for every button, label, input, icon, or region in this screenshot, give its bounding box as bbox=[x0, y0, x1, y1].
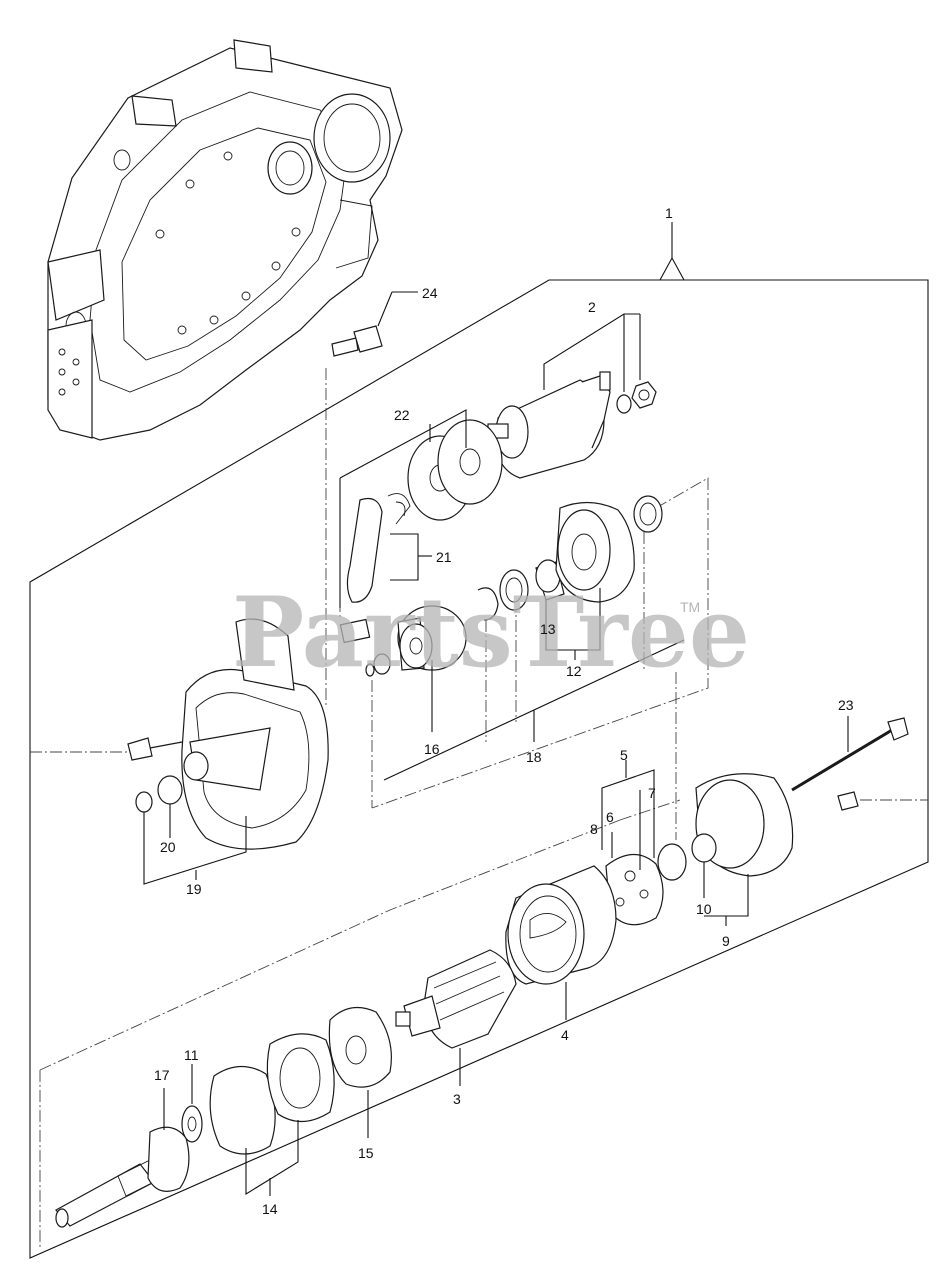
callout-9: 9 bbox=[722, 933, 730, 949]
watermark-text: PartsTree bbox=[232, 576, 750, 689]
callout-17: 17 bbox=[154, 1067, 170, 1083]
watermark-trademark: TM bbox=[680, 599, 700, 615]
callout-4: 4 bbox=[561, 1027, 569, 1043]
assembly-frame bbox=[29, 222, 929, 1259]
pinion-shaft-17 bbox=[55, 1064, 203, 1228]
callout-19: 19 bbox=[186, 881, 202, 897]
callout-5: 5 bbox=[620, 747, 628, 763]
brush-holder-5 bbox=[601, 760, 664, 926]
internal-gear-14 bbox=[209, 1033, 335, 1196]
flywheel-housing bbox=[47, 39, 403, 441]
callout-7: 7 bbox=[648, 785, 656, 801]
callout-8: 8 bbox=[590, 821, 598, 837]
callout-13: 13 bbox=[540, 621, 556, 637]
bolt-24 bbox=[331, 291, 418, 357]
callout-24: 24 bbox=[422, 285, 438, 301]
callout-15: 15 bbox=[358, 1145, 374, 1161]
drive-housing-12 bbox=[535, 495, 663, 660]
center-lines bbox=[30, 368, 928, 1250]
lever-21 bbox=[346, 493, 432, 603]
callout-16: 16 bbox=[424, 741, 440, 757]
partstree-watermark: PartsTree TM bbox=[232, 576, 750, 689]
callout-22: 22 bbox=[394, 407, 410, 423]
callout-14: 14 bbox=[262, 1201, 278, 1217]
front-housing-19 bbox=[127, 618, 329, 885]
solenoid-2 bbox=[487, 313, 657, 479]
armature-3 bbox=[395, 949, 517, 1086]
callout-3: 3 bbox=[453, 1091, 461, 1107]
callout-10: 10 bbox=[696, 901, 712, 917]
pinion-clutch-16 bbox=[339, 605, 467, 732]
plates-22 bbox=[339, 409, 503, 608]
callout-2: 2 bbox=[588, 299, 596, 315]
bracket-18 bbox=[383, 639, 685, 781]
callout-1: 1 bbox=[665, 205, 673, 221]
rear-cover-9 bbox=[657, 773, 794, 926]
callout-6: 6 bbox=[606, 809, 614, 825]
through-bolt-23 bbox=[791, 716, 909, 811]
callout-18: 18 bbox=[526, 749, 542, 765]
callout-23: 23 bbox=[838, 697, 854, 713]
callout-12: 12 bbox=[566, 663, 582, 679]
yoke-4 bbox=[505, 865, 617, 1020]
callout-11: 11 bbox=[184, 1047, 199, 1063]
callout-20: 20 bbox=[160, 839, 176, 855]
callout-21: 21 bbox=[436, 549, 452, 565]
rings-18 bbox=[477, 569, 529, 621]
plate-15 bbox=[328, 1006, 392, 1138]
callout-labels: 1 2 3 4 5 6 7 8 9 10 11 12 13 14 15 16 1… bbox=[154, 205, 854, 1217]
